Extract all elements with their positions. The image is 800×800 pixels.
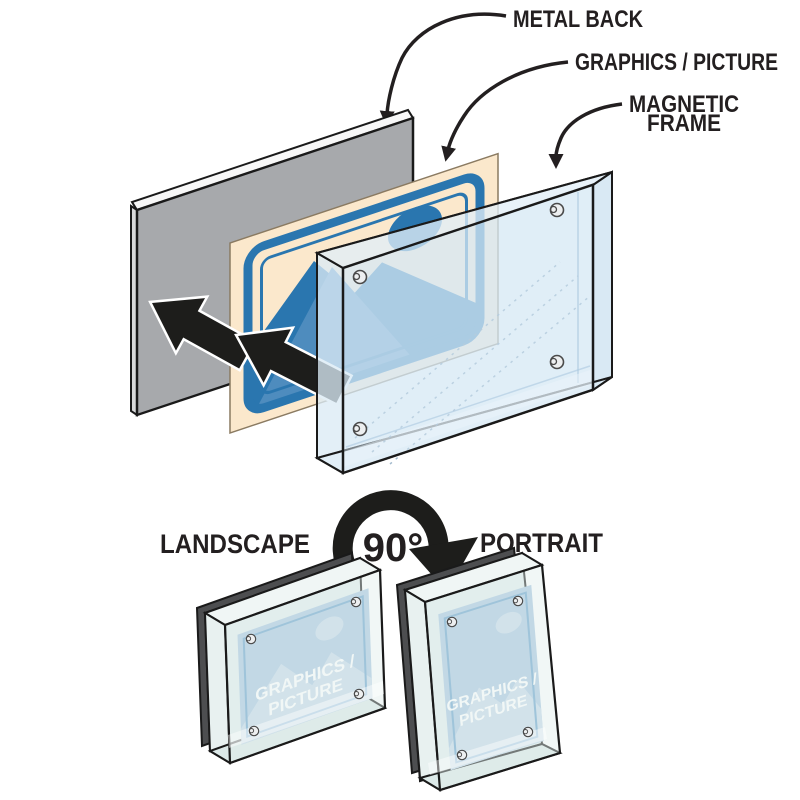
portrait-frame-3d: GRAPHICS / PICTURE [395, 546, 563, 792]
leader-arrow-metal-back-icon [379, 12, 507, 126]
leader-arrow-magnetic-frame-icon [548, 102, 623, 169]
glass-front-face [341, 182, 595, 475]
landscape-photo-mountains [240, 652, 373, 745]
magnet-pin [353, 688, 365, 700]
magnet-pin [446, 616, 458, 628]
glass-left-face [316, 251, 344, 475]
landscape-glass-front [223, 568, 387, 765]
rotation-90-icon [332, 490, 478, 592]
glass-right-face [592, 170, 613, 392]
portrait-photo-border [443, 591, 539, 764]
magnet-pin [352, 421, 368, 437]
label-90-degrees: 90° [363, 526, 424, 570]
magnet-pin [549, 354, 565, 370]
rotation-arrowhead [409, 537, 478, 592]
portrait-photo-sun [495, 611, 522, 634]
magnet-pin [350, 596, 362, 608]
leader-arrow-graphics-icon [441, 60, 569, 162]
portrait-photo-mountains [449, 679, 544, 771]
magnet-pin [522, 726, 534, 738]
landscape-photo: GRAPHICS / PICTURE [237, 588, 373, 745]
landscape-photo-border [242, 595, 368, 738]
portrait-glass-front [423, 563, 562, 792]
label-graphics-picture: GRAPHICS / PICTURE [575, 49, 778, 76]
label-frame: FRAME [647, 110, 721, 137]
portrait-photo: GRAPHICS / PICTURE [438, 584, 544, 771]
rotation-arc [332, 490, 449, 577]
magnetic-frame-3d [314, 170, 613, 475]
magnet-pin [512, 595, 524, 607]
landscape-reflection [228, 681, 384, 748]
magnet-pin [549, 202, 565, 218]
magnet-pin [352, 269, 368, 285]
magnet-pin [456, 749, 468, 761]
landscape-photo-sun [315, 616, 344, 641]
portrait-reflection [428, 727, 547, 775]
label-metal-back: METAL BACK [513, 6, 644, 33]
label-landscape: LANDSCAPE [160, 529, 310, 559]
magnet-pin [248, 725, 260, 737]
label-magnetic: MAGNETIC [629, 91, 739, 118]
magnet-pin [245, 633, 257, 645]
landscape-frame-3d: GRAPHICS / PICTURE [195, 551, 388, 765]
